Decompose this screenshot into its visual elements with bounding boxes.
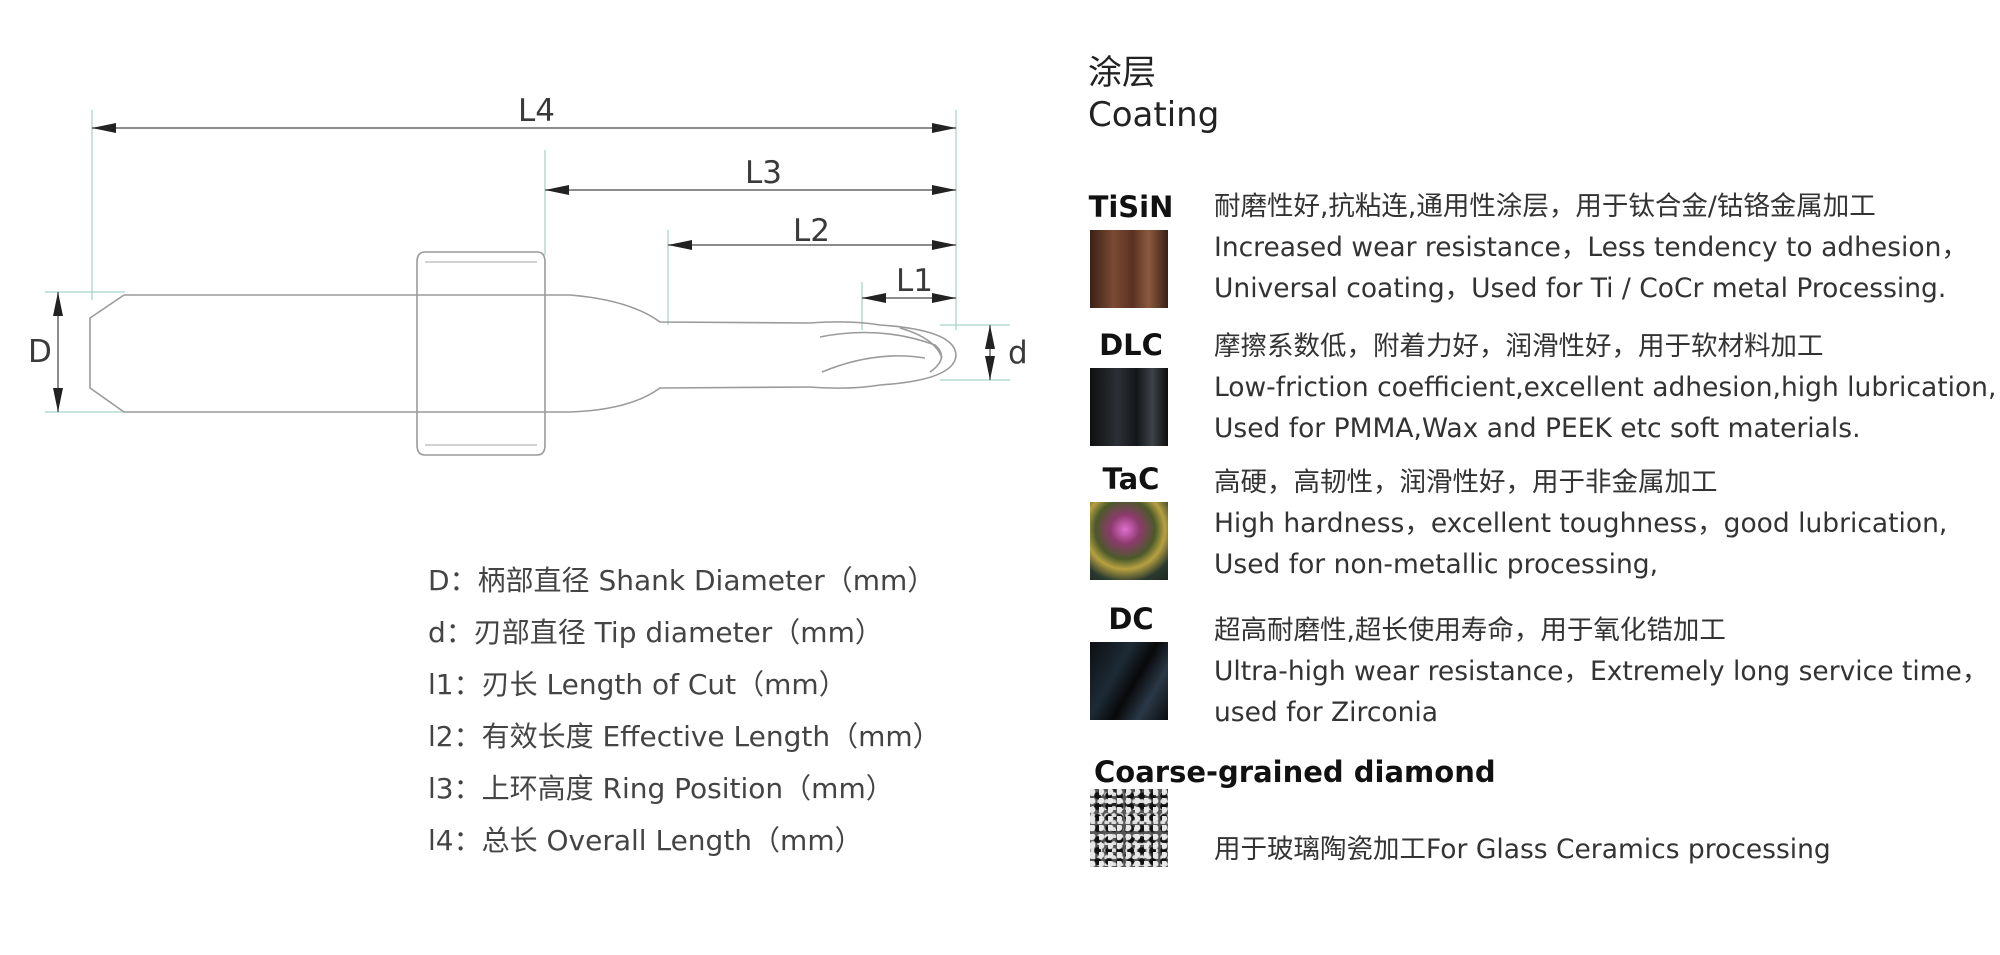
legend-length-of-cut: l1：刃长 Length of Cut（mm） [428, 668, 847, 701]
coating-title-en: Coating [1088, 95, 1220, 135]
tac-swatch [1090, 502, 1168, 580]
dlc-swatch [1090, 368, 1168, 446]
coating-header: 涂层 Coating [1088, 52, 1219, 136]
label-l2: L2 [793, 213, 830, 249]
tool-outline [89, 251, 957, 456]
flute-3 [899, 327, 943, 359]
legend-effective-length: l2：有效长度 Effective Length（mm） [428, 720, 941, 753]
label-l1: L1 [896, 263, 933, 299]
legend-overall-length: l4：总长 Overall Length（mm） [428, 824, 863, 857]
flute-2 [821, 355, 926, 373]
flute-1 [819, 331, 943, 373]
legend-ring-position: l3：上环高度 Ring Position（mm） [428, 772, 894, 805]
coating-name: TaC [1102, 462, 1160, 496]
coating-name: TiSiN [1088, 190, 1174, 224]
label-l3: L3 [745, 155, 782, 191]
extension-lines [45, 110, 1010, 413]
coating-name: DC [1108, 602, 1154, 636]
legend-tip-diameter: d：刃部直径 Tip diameter（mm） [428, 616, 883, 649]
coating-description: 高硬，高韧性，润滑性好，用于非金属加工 High hardness，excell… [1214, 467, 1948, 580]
end-mill-drawing: L4 L3 L2 L1 D d [28, 93, 1028, 456]
coating-description: 摩擦系数低，附着力好，润滑性好，用于软材料加工 Low-friction coe… [1214, 331, 1997, 444]
coating-title-cn: 涂层 [1088, 53, 1156, 93]
ring-collar [416, 251, 546, 456]
coating-description: 耐磨性好,抗粘连,通用性涂层，用于钛合金/钴铬金属加工 Increased we… [1214, 191, 1968, 304]
coating-description: 超高耐磨性,超长使用寿命，用于氧化锆加工 Ultra-high wear res… [1214, 615, 1989, 728]
coating-description: 用于玻璃陶瓷加工For Glass Ceramics processing [1214, 834, 1831, 865]
ball-nose [809, 321, 957, 389]
dimension-legend: D：柄部直径 Shank Diameter（mm） d：刃部直径 Tip dia… [428, 555, 941, 867]
dimension-lines [53, 123, 995, 412]
label-tip-d: d [1008, 335, 1028, 371]
label-l4: L4 [518, 93, 555, 129]
dc-swatch [1090, 642, 1168, 720]
label-shank-d: D [28, 334, 52, 370]
coating-name: DLC [1099, 328, 1163, 362]
shank-outline [89, 294, 125, 413]
legend-shank-diameter: D：柄部直径 Shank Diameter（mm） [428, 564, 936, 597]
coarse-grained-diamond-swatch [1090, 789, 1168, 867]
tisin-swatch [1090, 230, 1168, 308]
neck-taper [569, 294, 811, 324]
coating-name: Coarse-grained diamond [1094, 755, 1496, 789]
